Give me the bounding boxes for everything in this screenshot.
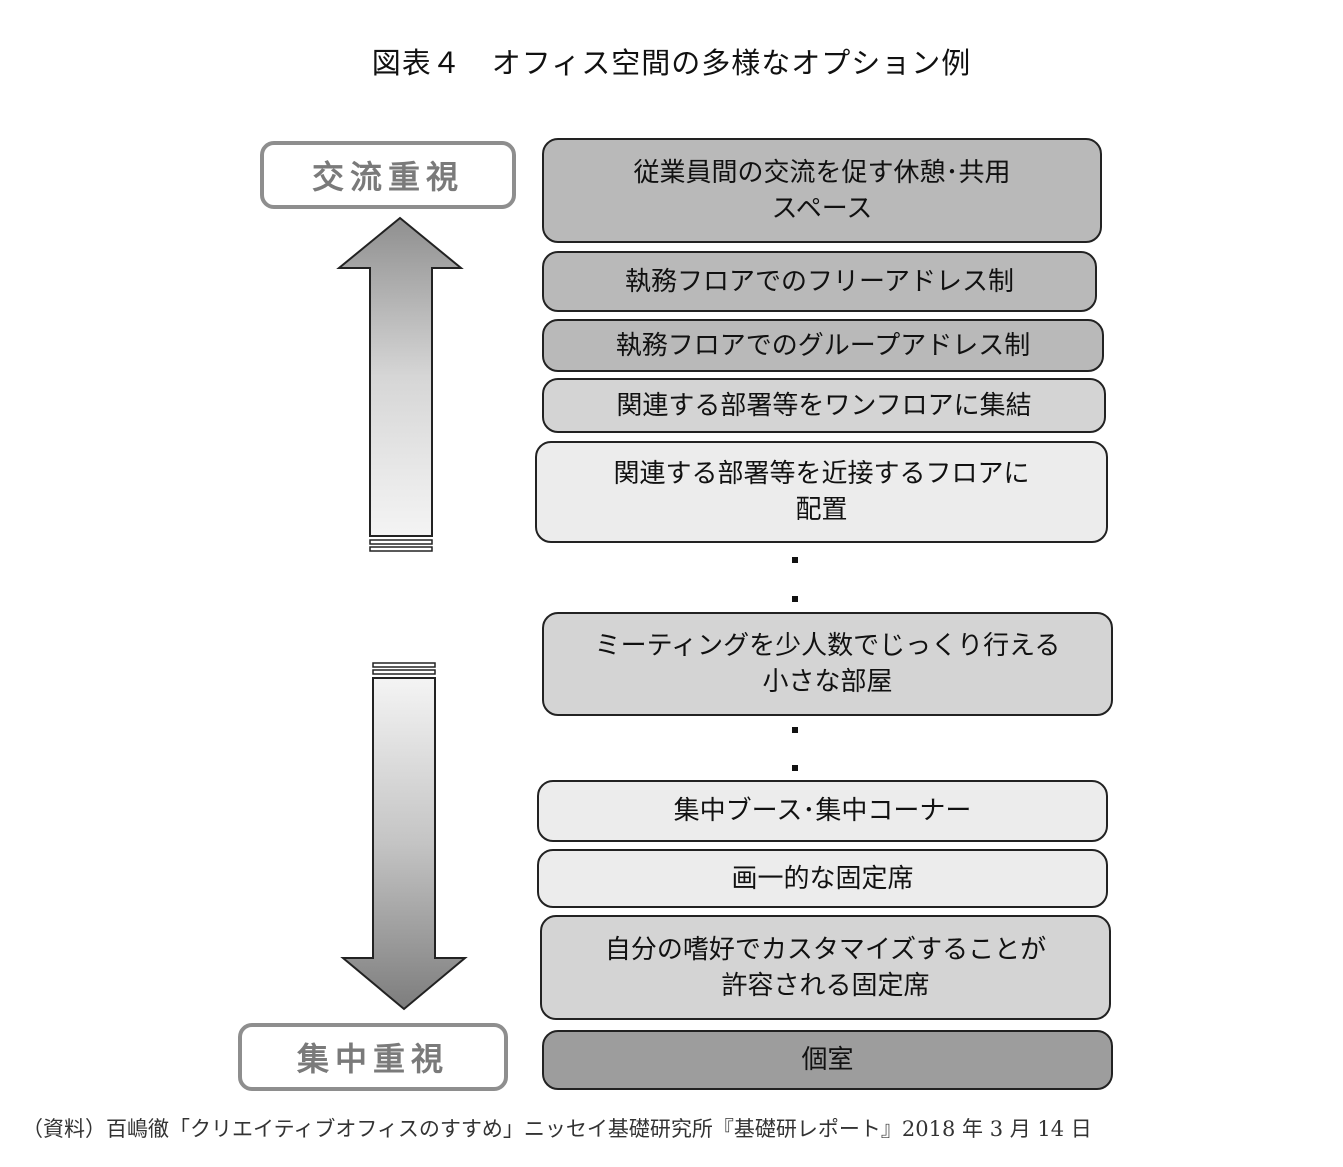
option-box-small-meeting-room: ミーティングを少人数でじっくり行える 小さな部屋 [542, 612, 1113, 716]
option-box-customizable-fixed-seat: 自分の嗜好でカスタマイズすることが 許容される固定席 [540, 915, 1111, 1020]
ellipsis-dot [792, 765, 798, 771]
option-text: 小さな部屋 [762, 667, 893, 697]
option-box-adjacent-floor: 関連する部署等を近接するフロアに 配置 [535, 441, 1108, 543]
up-arrow-icon [336, 216, 464, 552]
option-box-focus-booth: 集中ブース･集中コーナー [537, 780, 1108, 842]
label-top-text: 交流重視 [311, 158, 464, 196]
option-text: 画一的な固定席 [731, 863, 914, 894]
option-box-uniform-fixed-seat: 画一的な固定席 [537, 849, 1108, 908]
option-box-group-address: 執務フロアでのグループアドレス制 [542, 319, 1104, 372]
option-text: 配置 [795, 495, 848, 525]
option-text: 関連する部署等をワンフロアに集結 [616, 390, 1032, 421]
option-text: ミーティングを少人数でじっくり行える [594, 631, 1061, 661]
option-text: 集中ブース･集中コーナー [673, 796, 972, 826]
option-box-common-space: 従業員間の交流を促す休憩･共用 スペース [542, 138, 1102, 243]
label-communication-focus: 交流重視 [260, 141, 516, 209]
ellipsis-dot [792, 727, 798, 733]
figure-title: 図表４ オフィス空間の多様なオプション例 [371, 46, 972, 80]
ellipsis-dot [792, 557, 798, 563]
source-note: （資料）百嶋徹「クリエイティブオフィスのすすめ」ニッセイ基礎研究所『基礎研レポー… [22, 1117, 1092, 1141]
option-box-one-floor: 関連する部署等をワンフロアに集結 [542, 378, 1106, 433]
option-box-private-room: 個室 [542, 1030, 1113, 1090]
option-text: 執務フロアでのグループアドレス制 [615, 330, 1031, 361]
label-concentration-focus: 集中重視 [238, 1023, 508, 1091]
option-box-free-address: 執務フロアでのフリーアドレス制 [542, 251, 1097, 312]
option-text: 従業員間の交流を促す休憩･共用 [633, 157, 1011, 188]
label-bottom-text: 集中重視 [296, 1040, 449, 1078]
option-text: スペース [771, 193, 873, 224]
option-text: 執務フロアでのフリーアドレス制 [625, 266, 1014, 297]
option-text: 関連する部署等を近接するフロアに [613, 459, 1030, 489]
option-text: 個室 [801, 1045, 854, 1075]
ellipsis-dot [792, 596, 798, 602]
option-text: 許容される固定席 [721, 970, 930, 1001]
down-arrow-icon [340, 662, 468, 1011]
option-text: 自分の嗜好でカスタマイズすることが [604, 934, 1047, 965]
